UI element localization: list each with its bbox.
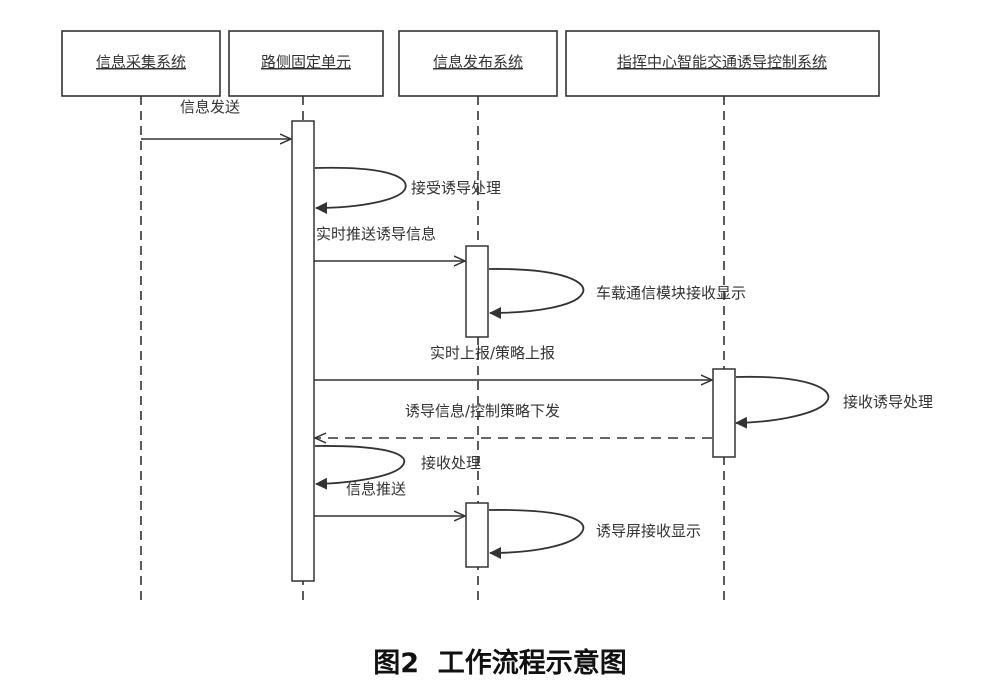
actor-info-release: 信息发布系统 (398, 30, 558, 97)
activation-info-release-1 (465, 245, 489, 338)
actor-label: 信息发布系统 (433, 53, 523, 71)
activation-command-center (712, 368, 736, 458)
message-label-push-guidance: 实时推送诱导信息 (316, 225, 436, 243)
message-label-vehicle-display: 车载通信模块接收显示 (596, 284, 746, 302)
self-loop-accept-guidance (314, 166, 407, 214)
actor-label: 指挥中心智能交通诱导控制系统 (617, 53, 827, 71)
actor-info-collection: 信息采集系统 (61, 30, 221, 97)
message-label-issue-strategy: 诱导信息/控制策略下发 (405, 402, 560, 420)
actor-roadside-unit: 路侧固定单元 (228, 30, 384, 97)
actor-label: 信息采集系统 (96, 53, 186, 71)
self-loop-receive-processing (314, 445, 406, 490)
figure-caption: 图2 工作流程示意图 (373, 647, 627, 679)
activation-info-release-2 (465, 502, 489, 568)
message-label-report: 实时上报/策略上报 (430, 344, 555, 362)
message-label-info-push: 信息推送 (346, 480, 406, 498)
self-loop-screen-display (488, 509, 585, 559)
self-loop-command-processing (735, 375, 830, 429)
message-label-screen-display: 诱导屏接收显示 (596, 522, 701, 540)
actor-command-center: 指挥中心智能交通诱导控制系统 (565, 30, 880, 97)
actor-label: 路侧固定单元 (261, 53, 351, 71)
message-label-info-send: 信息发送 (180, 98, 240, 116)
self-loop-vehicle-display (488, 268, 585, 319)
activation-roadside-unit (291, 120, 315, 582)
message-label-accept-guidance: 接受诱导处理 (411, 179, 501, 197)
message-label-receive-processing: 接收处理 (421, 454, 481, 472)
message-label-command-processing: 接收诱导处理 (843, 393, 933, 411)
